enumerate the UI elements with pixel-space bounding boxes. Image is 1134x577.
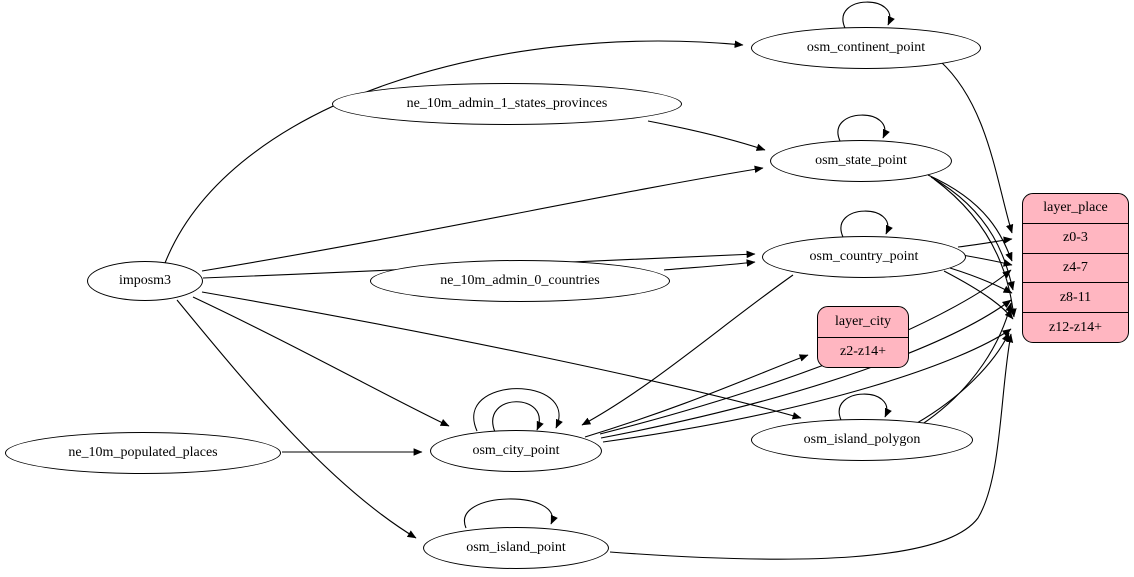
node-osm-continent-point: osm_continent_point xyxy=(751,27,981,69)
edge-osm_country_point-layer_place-z4-7 xyxy=(961,254,1013,267)
edge-osm_continent_point-layer_place-z0-3 xyxy=(939,60,1014,234)
edge-imposm3-osm_island_point xyxy=(176,299,417,539)
edge-imposm3-osm_city_point xyxy=(192,296,450,427)
edge-imposm3-osm_continent_point xyxy=(164,40,744,264)
edge-osm_state_point-layer_place-z4-7 xyxy=(927,174,1013,262)
record-row-z12-z14: z12-z14+ xyxy=(1023,312,1128,342)
node-ne-10m-admin-0-countries: ne_10m_admin_0_countries xyxy=(370,260,670,302)
node-label: osm_island_point xyxy=(466,540,566,555)
self-loop-osm_state_point xyxy=(837,114,890,142)
edge-osm_state_point-layer_place-z8-11 xyxy=(930,176,1015,291)
edge-ne_10m_admin_0_countries-osm_country_point xyxy=(663,259,756,271)
node-label: imposm3 xyxy=(118,273,172,288)
edge-ne_10m_admin_1_states_provinces-osm_state_point xyxy=(647,120,766,151)
node-osm-country-point: osm_country_point xyxy=(762,236,966,278)
record-row-z0-3: z0-3 xyxy=(1023,222,1128,253)
record-header-layer-place: layer_place xyxy=(1043,200,1108,216)
edge-imposm3-osm_island_polygon xyxy=(201,291,802,420)
self-loop-osm_island_point xyxy=(463,498,558,529)
node-label: ne_10m_populated_places xyxy=(68,445,218,460)
node-label: osm_city_point xyxy=(472,443,560,458)
node-ne-10m-populated-places: ne_10m_populated_places xyxy=(5,432,281,474)
node-label: osm_continent_point xyxy=(806,40,926,55)
node-osm-island-polygon: osm_island_polygon xyxy=(751,419,973,461)
node-imposm3: imposm3 xyxy=(87,261,203,301)
node-ne-10m-admin-1-states-provinces: ne_10m_admin_1_states_provinces xyxy=(332,83,682,125)
edge-osm_city_point-layer_place-z12-z14 xyxy=(602,328,1012,443)
node-label: osm_country_point xyxy=(809,249,919,264)
record-layer-city: layer_city z2-z14+ xyxy=(817,306,909,368)
node-label: osm_island_polygon xyxy=(803,432,921,447)
edge-osm_country_point-layer_place-z0-3 xyxy=(957,236,1013,248)
self-loop-outer-osm_city_point xyxy=(473,388,563,432)
self-loop-osm_country_point xyxy=(840,210,893,238)
record-layer-place: layer_place z0-3 z4-7 z8-11 z12-z14+ xyxy=(1022,193,1129,343)
edge-osm_island_polygon-layer_place-z8-11 xyxy=(920,302,1013,426)
record-row-z8-11: z8-11 xyxy=(1023,282,1128,312)
edge-osm_city_point-layer_place-z4-7 xyxy=(599,269,1012,435)
node-label: osm_state_point xyxy=(815,153,907,168)
node-osm-island-point: osm_island_point xyxy=(423,527,609,569)
node-osm-city-point: osm_city_point xyxy=(430,430,602,472)
edge-osm_city_point-layer_place-z8-11 xyxy=(600,299,1012,439)
node-label: ne_10m_admin_0_countries xyxy=(440,273,600,288)
edge-osm_island_polygon-layer_place-z12-z14 xyxy=(916,332,1010,424)
edge-imposm3-osm_state_point xyxy=(201,165,764,272)
record-header-layer-city: layer_city xyxy=(835,313,891,329)
self-loop-inner-osm_city_point xyxy=(492,401,544,433)
self-loop-osm_island_polygon xyxy=(838,393,892,421)
record-row-z2-z14: z2-z14+ xyxy=(818,336,908,368)
edge-osm_city_point-layer_city-z2 xyxy=(584,354,809,438)
edge-osm_island_point-layer_place-z12-z14 xyxy=(609,333,1014,560)
record-row-z4-7: z4-7 xyxy=(1023,252,1128,283)
node-label: ne_10m_admin_1_states_provinces xyxy=(406,96,608,111)
edge-osm_country_point-osm_city_point xyxy=(581,274,794,426)
self-loop-osm_continent_point xyxy=(842,1,895,29)
node-osm-state-point: osm_state_point xyxy=(770,140,952,182)
edge-osm_country_point-layer_place-z8-11 xyxy=(949,267,1013,294)
